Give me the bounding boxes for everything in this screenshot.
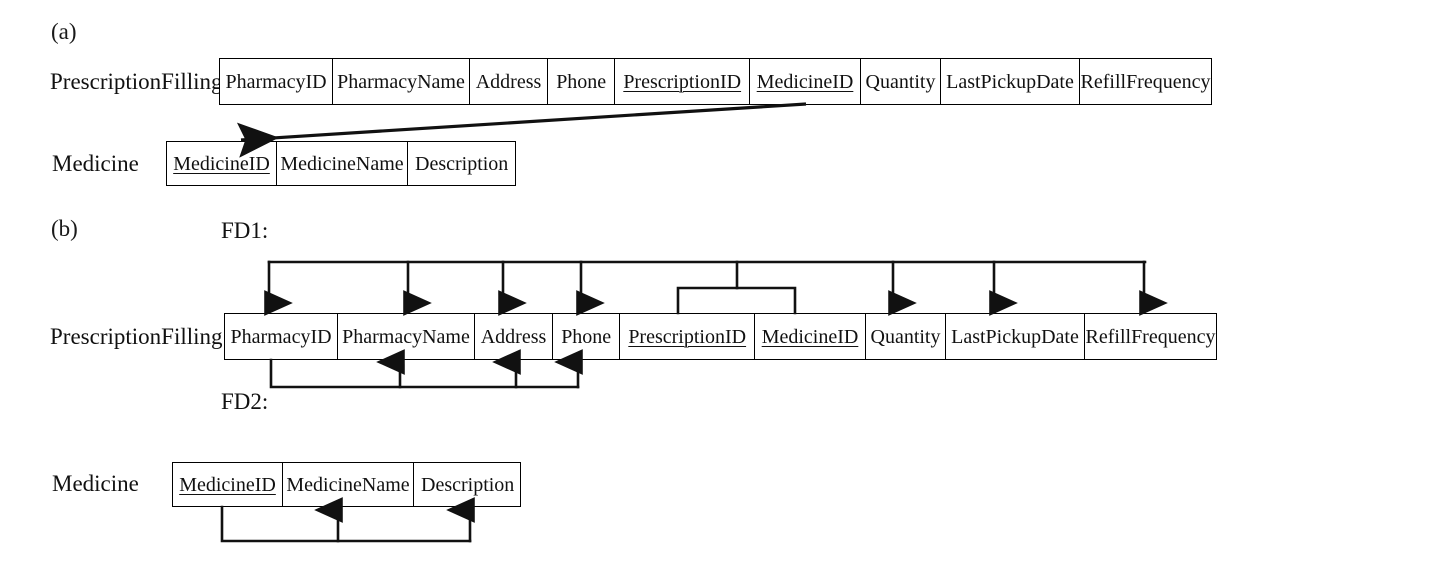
attr-cell-pharmacyid[interactable]: PharmacyID <box>220 59 333 104</box>
attr-cell-description[interactable]: Description <box>414 463 521 506</box>
attr-cell-medicineid[interactable]: MedicineID <box>750 59 861 104</box>
attr-label: MedicineID <box>761 325 859 348</box>
attr-label: Quantity <box>865 70 936 93</box>
attr-label: Phone <box>556 70 607 93</box>
relation-table-prescriptionfilling-b: PharmacyID PharmacyName Address Phone Pr… <box>224 313 1217 360</box>
attr-label: LastPickupDate <box>946 70 1074 93</box>
fd2-caption: FD2: <box>221 389 269 414</box>
attr-cell-pharmacyname[interactable]: PharmacyName <box>333 59 470 104</box>
attr-label: PrescriptionID <box>628 325 747 348</box>
attr-cell-description[interactable]: Description <box>408 142 515 185</box>
attr-label: PharmacyID <box>230 325 332 348</box>
fd2-bus <box>269 358 580 389</box>
attr-label: MedicineName <box>286 473 410 496</box>
fd3-connector-group <box>220 497 475 543</box>
relation-label-prescriptionfilling-a: PrescriptionFilling <box>50 69 223 94</box>
attr-cell-refillfrequency[interactable]: RefillFrequency <box>1085 314 1216 359</box>
attr-label: PrescriptionID <box>623 70 742 93</box>
attr-label: RefillFrequency <box>1080 70 1211 93</box>
relation-label-medicine-a: Medicine <box>52 151 139 176</box>
attr-label: MedicineName <box>280 152 404 175</box>
attr-cell-phone[interactable]: Phone <box>548 59 616 104</box>
attr-label: PharmacyName <box>337 70 465 93</box>
relation-table-prescriptionfilling-a: PharmacyID PharmacyName Address Phone Pr… <box>219 58 1212 105</box>
attr-cell-pharmacyname[interactable]: PharmacyName <box>338 314 475 359</box>
attr-cell-lastpickupdate[interactable]: LastPickupDate <box>941 59 1080 104</box>
attr-label: Quantity <box>870 325 941 348</box>
attr-cell-prescriptionid[interactable]: PrescriptionID <box>615 59 750 104</box>
attr-cell-medicineid[interactable]: MedicineID <box>167 142 277 185</box>
attr-label: PharmacyID <box>225 70 327 93</box>
attr-cell-refillfrequency[interactable]: RefillFrequency <box>1080 59 1211 104</box>
relation-table-medicine-a: MedicineID MedicineName Description <box>166 141 516 186</box>
relation-label-prescriptionfilling-b: PrescriptionFilling <box>50 324 223 349</box>
attr-label: MedicineID <box>756 70 854 93</box>
fd1-connector-group <box>264 260 1168 316</box>
attr-cell-phone[interactable]: Phone <box>553 314 621 359</box>
attr-cell-lastpickupdate[interactable]: LastPickupDate <box>946 314 1085 359</box>
fd3-bus <box>220 505 472 543</box>
attr-cell-pharmacyid[interactable]: PharmacyID <box>225 314 338 359</box>
attr-label: MedicineID <box>173 152 270 175</box>
attr-label: Address <box>480 325 547 348</box>
attr-cell-quantity[interactable]: Quantity <box>866 314 946 359</box>
relation-label-medicine-b: Medicine <box>52 471 139 496</box>
attr-cell-address[interactable]: Address <box>470 59 548 104</box>
attr-label: LastPickupDate <box>951 325 1079 348</box>
fd2-connector-group <box>269 349 583 389</box>
attr-cell-quantity[interactable]: Quantity <box>861 59 941 104</box>
attr-label: MedicineID <box>179 473 276 496</box>
panel-letter-b: (b) <box>51 216 78 241</box>
attr-label: Phone <box>561 325 612 348</box>
fd1-caption: FD1: <box>221 218 269 243</box>
attr-label: Description <box>415 152 509 175</box>
foreign-key-arrow-medicineid <box>236 102 807 158</box>
relation-table-medicine-b: MedicineID MedicineName Description <box>172 462 521 507</box>
panel-letter-a: (a) <box>51 19 77 44</box>
attr-cell-medicinename[interactable]: MedicineName <box>283 463 414 506</box>
attr-cell-medicineid[interactable]: MedicineID <box>173 463 283 506</box>
attr-cell-address[interactable]: Address <box>475 314 553 359</box>
attr-label: PharmacyName <box>342 325 470 348</box>
attr-cell-prescriptionid[interactable]: PrescriptionID <box>620 314 755 359</box>
fd1-determinant-bracket <box>676 286 797 315</box>
attr-label: RefillFrequency <box>1085 325 1216 348</box>
attr-label: Description <box>421 473 515 496</box>
attr-label: Address <box>475 70 542 93</box>
attr-cell-medicinename[interactable]: MedicineName <box>277 142 408 185</box>
attr-cell-medicineid[interactable]: MedicineID <box>755 314 866 359</box>
